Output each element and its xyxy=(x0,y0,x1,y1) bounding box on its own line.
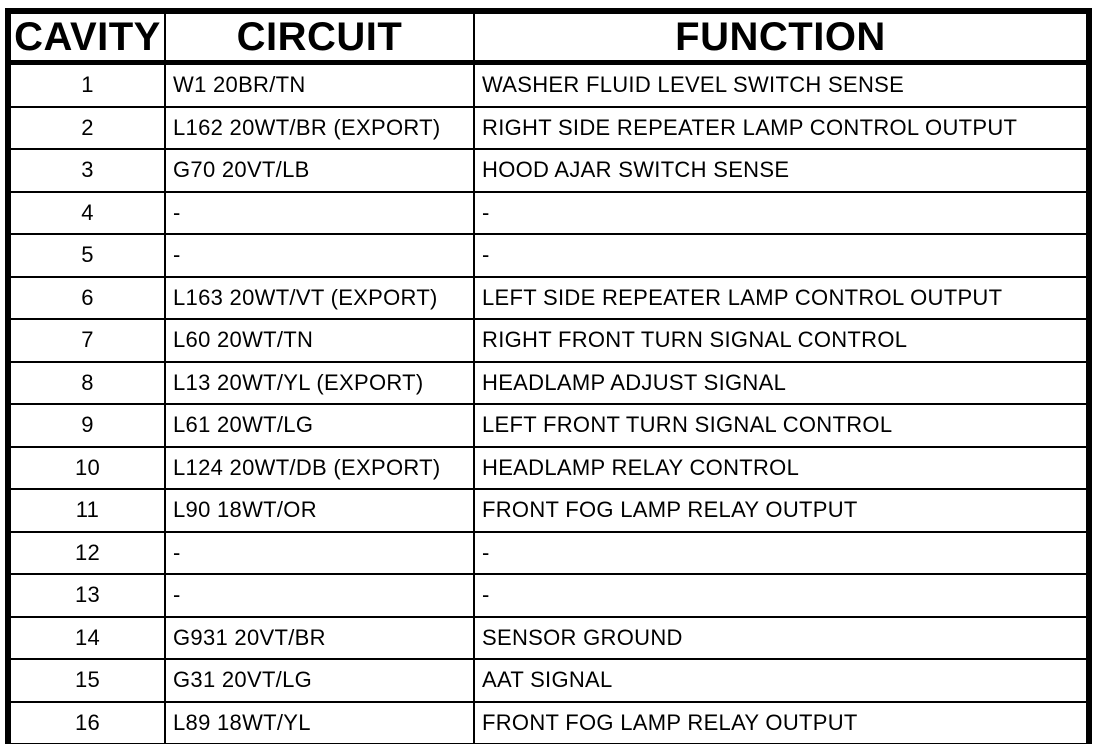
cell-cavity: 13 xyxy=(7,573,166,618)
cell-function: FRONT FOG LAMP RELAY OUTPUT xyxy=(473,700,1090,744)
header-row: CAVITY CIRCUIT FUNCTION xyxy=(7,10,1090,65)
cell-function: - xyxy=(473,573,1090,618)
cell-cavity: 9 xyxy=(7,403,166,448)
cell-function: HEADLAMP ADJUST SIGNAL xyxy=(473,360,1090,405)
cell-function: RIGHT SIDE REPEATER LAMP CONTROL OUTPUT xyxy=(473,105,1090,150)
cell-circuit: - xyxy=(164,233,475,278)
cell-cavity: 11 xyxy=(7,488,166,533)
cell-cavity: 16 xyxy=(7,700,166,744)
cell-function: HEADLAMP RELAY CONTROL xyxy=(473,445,1090,490)
cell-function: - xyxy=(473,233,1090,278)
cell-circuit: - xyxy=(164,190,475,235)
cell-cavity: 1 xyxy=(7,61,166,108)
cell-cavity: 5 xyxy=(7,233,166,278)
cell-cavity: 4 xyxy=(7,190,166,235)
cell-cavity: 8 xyxy=(7,360,166,405)
cell-circuit: - xyxy=(164,530,475,575)
cell-function: AAT SIGNAL xyxy=(473,658,1090,703)
cell-circuit: L89 18WT/YL xyxy=(164,700,475,744)
cell-circuit: L162 20WT/BR (EXPORT) xyxy=(164,105,475,150)
cell-function: - xyxy=(473,530,1090,575)
header-function: FUNCTION xyxy=(473,10,1090,65)
header-cavity: CAVITY xyxy=(7,10,166,65)
cell-cavity: 14 xyxy=(7,615,166,660)
table-row: 4-- xyxy=(7,190,1090,235)
table-row: 13-- xyxy=(7,573,1090,618)
cell-cavity: 12 xyxy=(7,530,166,575)
cell-function: HOOD AJAR SWITCH SENSE xyxy=(473,148,1090,193)
cell-circuit: G31 20VT/LG xyxy=(164,658,475,703)
cell-cavity: 10 xyxy=(7,445,166,490)
cell-circuit: L90 18WT/OR xyxy=(164,488,475,533)
cell-function: SENSOR GROUND xyxy=(473,615,1090,660)
cell-circuit: - xyxy=(164,573,475,618)
cell-function: LEFT SIDE REPEATER LAMP CONTROL OUTPUT xyxy=(473,275,1090,320)
cell-circuit: L61 20WT/LG xyxy=(164,403,475,448)
cell-function: WASHER FLUID LEVEL SWITCH SENSE xyxy=(473,61,1090,108)
cell-circuit: G931 20VT/BR xyxy=(164,615,475,660)
cell-function: - xyxy=(473,190,1090,235)
cell-circuit: L60 20WT/TN xyxy=(164,318,475,363)
cell-circuit: L163 20WT/VT (EXPORT) xyxy=(164,275,475,320)
cell-cavity: 3 xyxy=(7,148,166,193)
cell-circuit: L124 20WT/DB (EXPORT) xyxy=(164,445,475,490)
header-circuit: CIRCUIT xyxy=(164,10,475,65)
cell-cavity: 2 xyxy=(7,105,166,150)
cell-circuit: W1 20BR/TN xyxy=(164,61,475,108)
cell-cavity: 7 xyxy=(7,318,166,363)
table-row: 5-- xyxy=(7,233,1090,278)
table-row: 12-- xyxy=(7,530,1090,575)
cell-cavity: 15 xyxy=(7,658,166,703)
cell-circuit: G70 20VT/LB xyxy=(164,148,475,193)
cell-circuit: L13 20WT/YL (EXPORT) xyxy=(164,360,475,405)
cell-function: LEFT FRONT TURN SIGNAL CONTROL xyxy=(473,403,1090,448)
cell-function: FRONT FOG LAMP RELAY OUTPUT xyxy=(473,488,1090,533)
cell-function: RIGHT FRONT TURN SIGNAL CONTROL xyxy=(473,318,1090,363)
cell-cavity: 6 xyxy=(7,275,166,320)
